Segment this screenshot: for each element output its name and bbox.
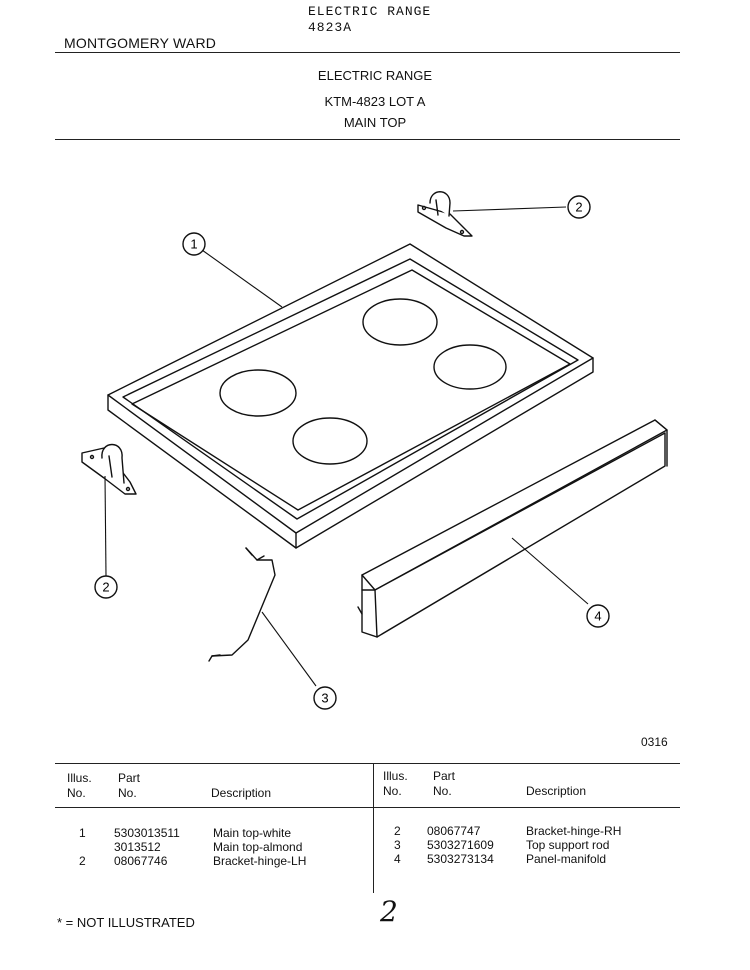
callout-3-label: 3 [321,691,328,706]
row-illus: 2 [394,824,401,838]
product-title: ELECTRIC RANGE [317,68,433,83]
callout-2-left: 2 [94,575,118,599]
header-description-left: Description [211,786,272,800]
figure-code: 0316 [641,735,668,749]
callout-4: 4 [586,604,610,628]
row-part: 08067747 [427,824,481,838]
row-part: 5303013511 [114,826,180,840]
header-line-1: ELECTRIC RANGE [308,4,432,19]
main-top-part [107,243,594,549]
table-column-divider [373,763,374,893]
section-rule [55,139,680,140]
row-part: 3013512 [114,840,161,854]
row-part: 5303273134 [427,852,494,866]
footnote: * = NOT ILLUSTRATED [57,915,195,930]
callout-2-top-label: 2 [575,200,582,215]
header-illus-left: Illus. No. [67,771,92,800]
section-title: MAIN TOP [343,115,407,130]
row-description: Top support rod [526,838,610,852]
callout-2-left-label: 2 [102,580,109,595]
parts-table: Illus. No. Part No. Description Illus. N… [55,763,680,903]
callout-3: 3 [313,686,337,710]
row-description: Main top-white [213,826,292,840]
row-illus: 3 [394,838,401,852]
row-description: Main top-almond [213,840,303,854]
table-header-rule [55,807,680,808]
header-part-right: Part No. [433,769,456,798]
top-rule [55,52,680,53]
row-illus: 2 [79,854,86,868]
row-illus: 4 [394,852,401,866]
row-illus: 1 [79,826,86,840]
callout-1: 1 [182,232,206,256]
header-description-right: Description [526,784,587,798]
handwritten-page-number: 2 [380,895,398,928]
callout-1-label: 1 [190,237,197,252]
row-description: Bracket-hinge-RH [526,824,622,838]
row-description: Bracket-hinge-LH [213,854,307,868]
support-rod-part [208,547,276,662]
header-line-2: 4823A [308,20,353,35]
exploded-diagram: 1 2 2 3 4 [81,191,668,710]
callout-2-top: 2 [567,195,591,219]
callout-4-label: 4 [594,609,601,624]
row-part: 08067746 [114,854,168,868]
table-top-rule [55,763,680,764]
header-part-left: Part No. [118,771,141,800]
row-description: Panel-manifold [526,852,607,866]
brand-name: MONTGOMERY WARD [64,35,217,51]
model-title: KTM-4823 LOT A [324,94,426,109]
panel-manifold-part [357,419,668,638]
bracket-hinge-rh-part [417,191,473,237]
bracket-hinge-lh-part [81,443,137,495]
header-illus-right: Illus. No. [383,769,408,798]
row-part: 5303271609 [427,838,494,852]
